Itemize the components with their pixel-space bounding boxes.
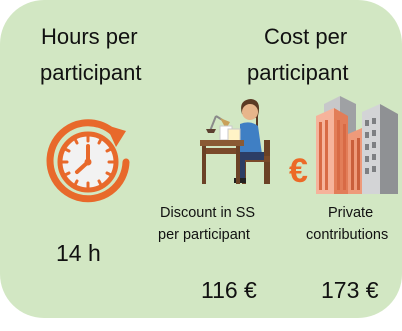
summary-panel: Hours per participant Cost per participa… [0,0,402,318]
buildings-icon [316,96,398,194]
hours-heading-line1: Hours per [41,24,138,49]
discount-label-line1: Discount in SS [160,205,256,221]
clock-icon [46,119,130,203]
discount-value: 116 € [201,277,257,303]
person-at-desk-icon [200,99,270,184]
hours-value: 14 h [56,240,101,266]
private-label-line1: Private [328,205,374,221]
euro-icon: € [289,152,308,190]
cost-heading-line1: Cost per [264,24,348,49]
private-value: 173 € [321,277,379,303]
cost-heading-line2: participant [247,60,349,85]
private-label-line2: contributions [306,227,389,243]
hours-heading-line2: participant [40,60,142,85]
discount-label-line2: per participant [158,227,250,243]
